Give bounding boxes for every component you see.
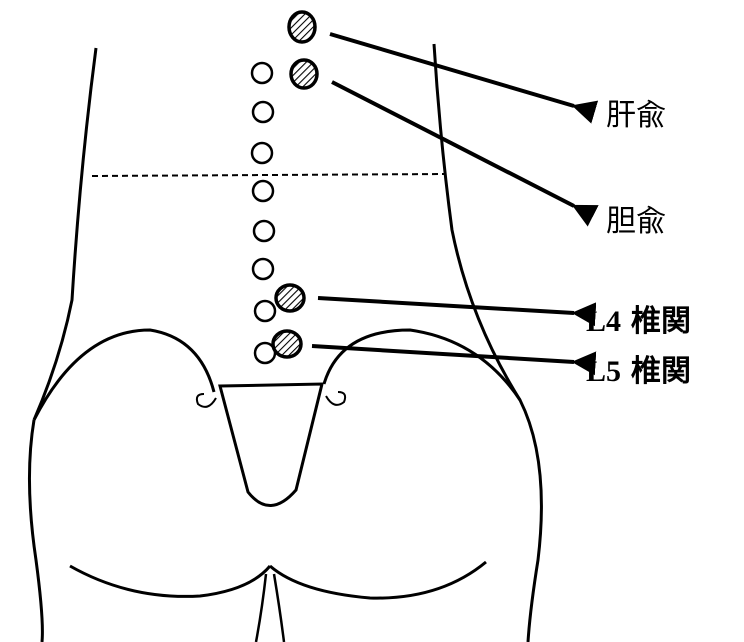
spine-points [252,63,275,363]
spine-point [253,259,273,279]
cleft-left [256,574,266,642]
left-buttock [29,420,42,642]
torso-right-side [434,44,520,400]
l5-point [273,331,301,357]
spine-point [253,181,273,201]
label-l4-name: 椎関 [631,304,691,339]
arrow-gallbladder-shu [332,82,574,206]
spine-point [253,102,273,122]
left-iliac-curl [197,394,216,407]
arrow-l5 [312,346,574,362]
gallbladder-shu-point [291,60,317,88]
label-gallbladder-shu: 胆兪 [606,196,666,240]
label-l4-code: L4 [586,305,621,338]
spine-point [255,301,275,321]
sacrum-triangle [220,384,322,506]
label-l5-code: L5 [586,355,621,388]
label-l4: L4 椎関 [586,296,691,340]
label-l5-name: 椎関 [631,354,691,389]
label-liver-shu: 肝兪 [606,90,666,134]
arrow-l4 [318,298,574,313]
left-gluteal-fold [70,566,270,596]
l4-point [276,285,304,311]
waist-dashed-line [92,174,446,176]
spine-point [254,221,274,241]
right-gluteal-fold [270,562,486,598]
cleft-right [274,574,284,642]
label-l5: L5 椎関 [586,346,691,390]
right-iliac-curl [326,392,345,405]
torso-left-side [34,48,96,420]
arrows [312,34,574,362]
liver-shu-point [289,12,315,42]
arrow-liver-shu [330,34,574,106]
spine-point [252,143,272,163]
spine-point [252,63,272,83]
hatched-acupoints [273,12,317,357]
